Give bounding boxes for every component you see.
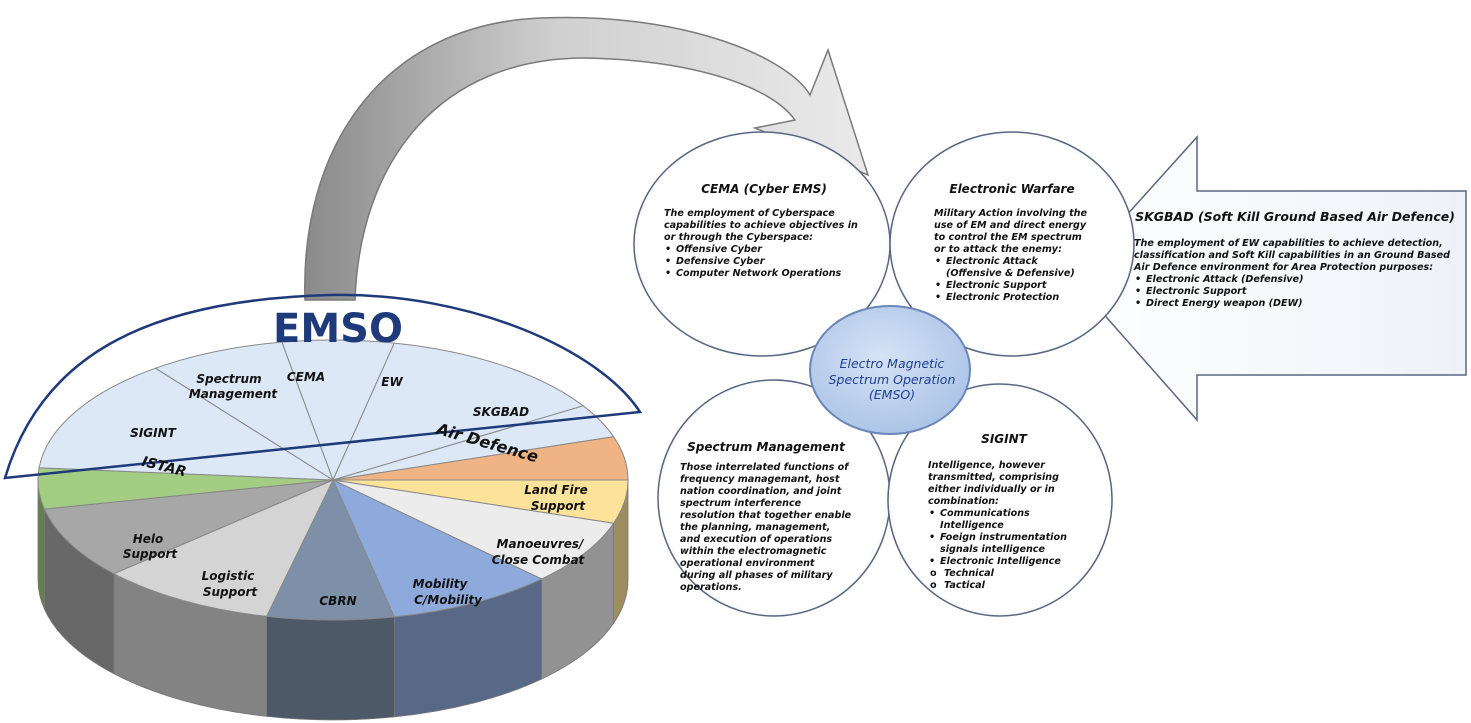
list-item: Tactical [930,580,1080,592]
petal-cema-title: CEMA (Cyber EMS) [701,182,827,196]
pie-label-cbrn: CBRN [319,594,356,608]
pie-slice-mobility [331,478,543,618]
petal-cema-text: CEMA (Cyber EMS) The employment of Cyber… [664,182,864,280]
petal-spectrum-title: Spectrum Management [687,440,845,454]
pie-label-cema: CEMA [287,370,325,384]
center-label: Electro Magnetic Spectrum Operation (EMS… [828,356,956,403]
pie-slice-helo [43,479,334,575]
petal-sigint-sublist: Technical Tactical [928,568,1080,592]
petal-cema-list: Offensive Cyber Defensive Cyber Computer… [664,244,864,280]
petal-sigint-list: Communications Intelligence Foeign instr… [928,508,1080,568]
petal-sigint-title: SIGINT [981,432,1027,446]
emso-highlight-outline [3,293,643,480]
petal-sigint-desc: Intelligence, however transmitted, compr… [928,460,1060,507]
skgbad-title: SKGBAD (Soft Kill Ground Based Air Defen… [1135,209,1455,224]
pie-wall-cbrn [266,615,395,721]
petal-spectrum-text: Spectrum Management Those interrelated f… [680,440,852,594]
list-item: Communications Intelligence [929,508,1080,532]
curved-arrow [304,16,870,301]
skgbad-list: Electronic Attack (Defensive) Electronic… [1134,274,1456,310]
skgbad-text: SKGBAD (Soft Kill Ground Based Air Defen… [1134,209,1456,310]
pie-label-ew: EW [381,375,403,389]
pie-label-sigint: SIGINT [130,426,176,440]
pie-label-skgbad: SKGBAD [473,405,529,419]
petal-sigint-text: SIGINT Intelligence, however transmitted… [928,432,1080,592]
list-item: Computer Network Operations [665,268,864,280]
list-item: Electronic Attack (Offensive & Defensive… [935,256,1090,280]
skgbad-desc: The employment of EW capabilities to ach… [1134,238,1450,273]
pie-slice-spectrum [154,341,334,482]
list-item: Foeign instrumentation signals intellige… [929,532,1080,556]
list-item: Electronic Support [1135,286,1456,298]
petal-center [809,305,971,435]
flower [633,131,1135,617]
pie-label-manoeuvres: Manoeuvres/Close Combat [492,537,586,567]
petal-ew-text: Electronic Warfare Military Action invol… [934,182,1090,304]
list-item: Defensive Cyber [665,256,864,268]
list-item: Technical [930,568,1080,580]
emso-title: EMSO [273,306,403,352]
petal-ew-list: Electronic Attack (Offensive & Defensive… [934,256,1090,304]
list-item: Electronic Protection [935,292,1090,304]
list-item: Electronic Attack (Defensive) [1135,274,1456,286]
list-item: Electronic Support [935,280,1090,292]
petal-ew-title: Electronic Warfare [949,182,1075,196]
pie-slice-ew [332,342,585,481]
emso-pie [37,339,629,721]
petal-ew-desc: Military Action involving the use of EM … [934,208,1088,255]
pie-slice-manoeuvres [332,479,615,580]
list-item: Electronic Intelligence [929,556,1080,568]
petal-spectrum-desc: Those interrelated functions of frequenc… [680,462,852,593]
pie-slice-logistic [112,479,335,617]
list-item: Direct Energy weapon (DEW) [1135,298,1456,310]
pie-slice-cbrn [265,478,396,621]
petal-cema-desc: The employment of Cyberspace capabilitie… [664,208,858,243]
list-item: Offensive Cyber [665,244,864,256]
